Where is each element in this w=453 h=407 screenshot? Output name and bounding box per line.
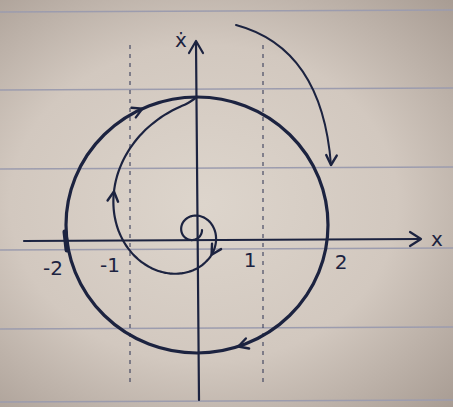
axis-label: x	[431, 228, 443, 250]
tick-label: -1	[100, 254, 120, 276]
axis-label: ẋ	[175, 29, 187, 51]
flow-arrowhead	[238, 338, 249, 348]
tick-label: 2	[335, 251, 348, 273]
ruled-line	[0, 167, 453, 169]
tick-label: -2	[43, 257, 63, 279]
outer-trajectory	[236, 25, 331, 165]
horizontal-axis	[24, 239, 420, 241]
flow-arrowhead	[212, 244, 221, 255]
tick-label: 1	[244, 249, 257, 271]
spiral-trajectory	[113, 97, 216, 274]
flow-arrowhead	[132, 108, 143, 118]
flow-arrowheads	[108, 108, 337, 349]
limit-cycle	[66, 97, 328, 353]
tick-mark	[65, 232, 67, 250]
trajectories	[65, 25, 337, 353]
flow-arrowhead	[108, 191, 118, 201]
axes	[24, 41, 421, 400]
axis-arrowhead	[410, 232, 421, 246]
ruled-line	[0, 400, 453, 402]
ruled-lines	[0, 10, 453, 402]
flow-arrowhead	[326, 155, 337, 165]
ruled-line	[0, 327, 453, 329]
ruled-line	[0, 88, 453, 90]
axis-arrowhead	[189, 41, 203, 53]
ruled-line	[0, 10, 453, 12]
